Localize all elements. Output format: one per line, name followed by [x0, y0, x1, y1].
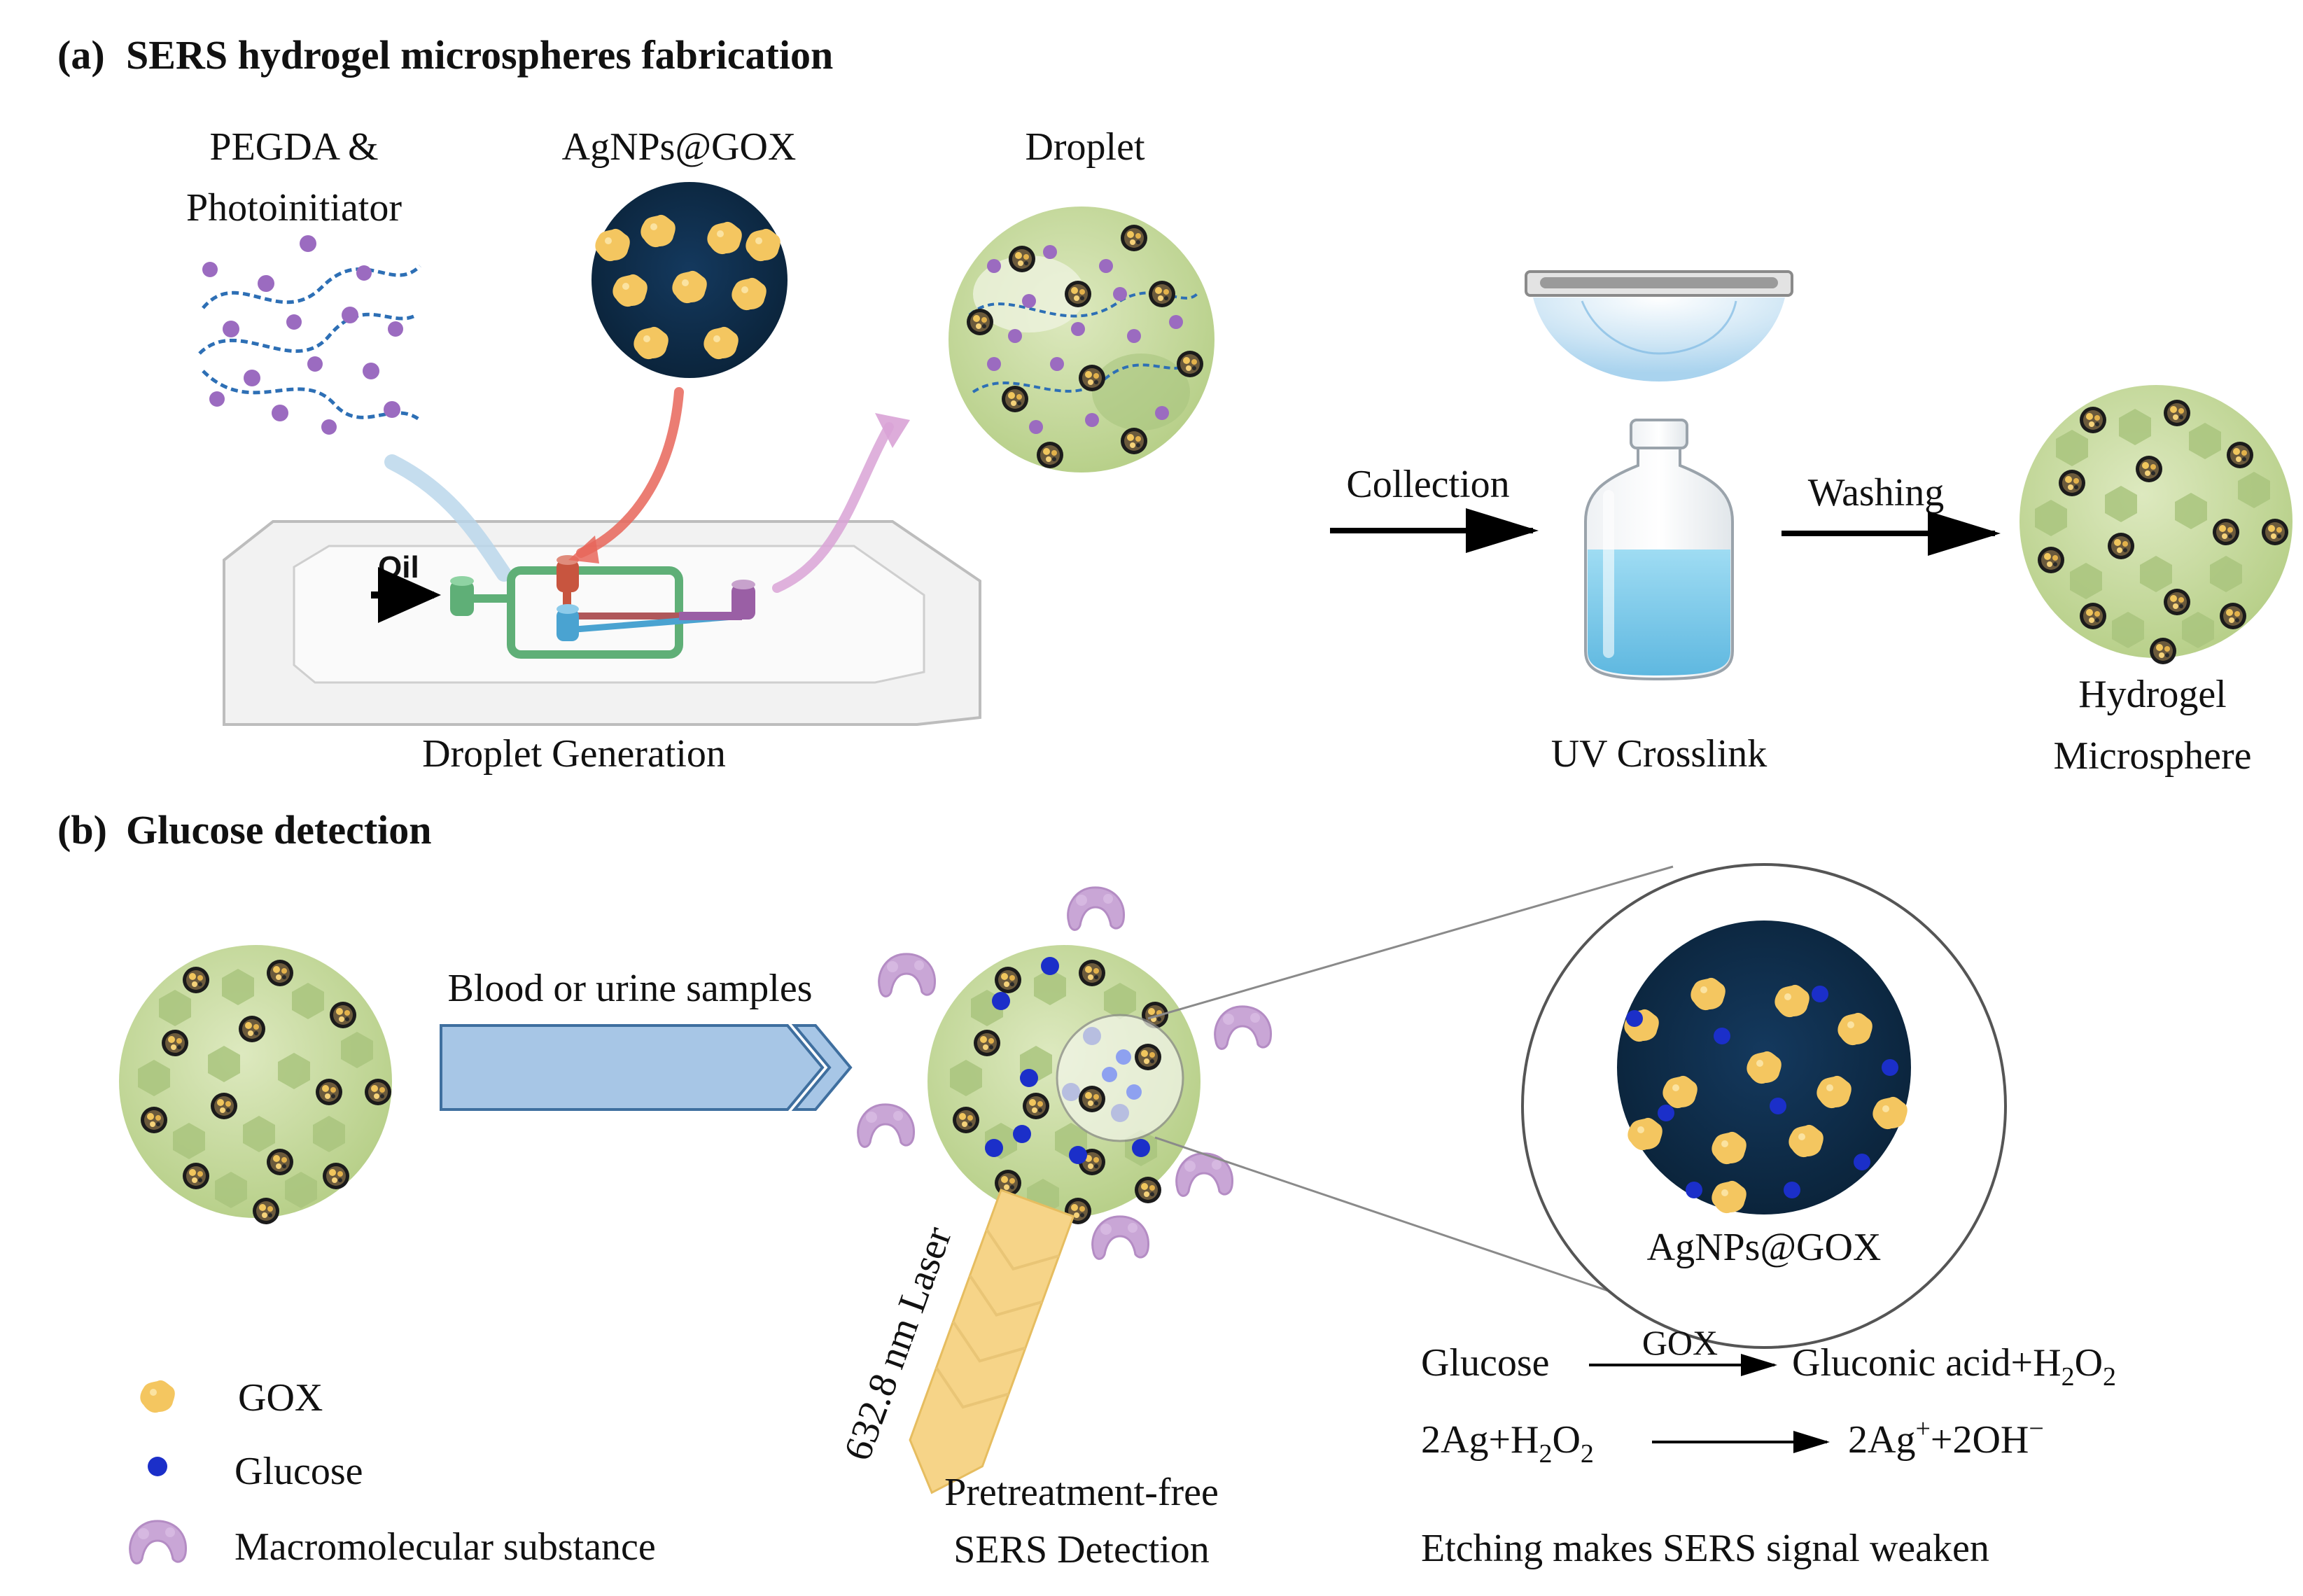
legend-macromolecule-label: Macromolecular substance: [234, 1525, 656, 1569]
reaction1-product-mid: O: [2075, 1341, 2103, 1385]
zoom-line-top: [1147, 865, 1674, 1020]
reaction1-sub-b: 2: [2103, 1362, 2116, 1392]
agnps-inflow-arrow: [576, 387, 684, 558]
glucose-dot-icon: [148, 1457, 167, 1476]
pegda-label-line2: Photoinitiator: [186, 186, 402, 230]
legend-gox-label: GOX: [238, 1376, 323, 1420]
zoom-line-bottom: [1154, 1136, 1632, 1300]
droplet-outflow-arrow: [772, 422, 894, 593]
washing-label: Washing: [1808, 471, 1945, 514]
pegda-polymer-icon: [198, 235, 421, 435]
reaction1-catalyst: GOX: [1642, 1323, 1718, 1362]
macromolecule-icon: [129, 1520, 188, 1564]
panel-b-title: Glucose detection: [126, 807, 432, 853]
reaction1-product: Gluconic acid+H2O2: [1792, 1341, 2116, 1392]
panel-b: (b) Glucose detection Blood or urine sam…: [57, 807, 2116, 1572]
pegda-label-line1: PEGDA &: [209, 125, 378, 169]
zoom-label: AgNPs@GOX: [1647, 1226, 1882, 1269]
detection-microsphere: [927, 945, 1200, 1224]
legend-glucose-label: Glucose: [234, 1450, 363, 1493]
samples-arrow: [440, 1024, 853, 1111]
agnps-gox-sphere: [592, 182, 788, 378]
gox-particle-icon: [140, 1380, 175, 1413]
reaction2-product-mid: +2OH: [1931, 1418, 2029, 1462]
detection-label-line2: SERS Detection: [953, 1528, 1210, 1572]
panel-a-letter: (a): [57, 32, 105, 78]
reaction2-sup-minus: −: [2029, 1414, 2043, 1443]
uv-lamp-icon: [1525, 270, 1793, 382]
hydrogel-microsphere-b: [119, 945, 392, 1224]
microfluidic-chip: Oil: [223, 454, 981, 726]
droplet-label: Droplet: [1025, 125, 1145, 169]
panel-b-letter: (b): [57, 807, 107, 853]
laser-beam: 632.8 nm Laser: [836, 1189, 1075, 1494]
oil-label: Oil: [378, 550, 419, 584]
reaction-2: 2Ag+H2O2 2Ag++2OH−: [1421, 1414, 2044, 1469]
panel-a-title: SERS hydrogel microspheres fabrication: [126, 32, 833, 78]
hydrogel-label-line1: Hydrogel: [2078, 673, 2227, 716]
uv-crosslink-label: UV Crosslink: [1551, 732, 1768, 776]
reaction2-reactant-prefix: 2Ag+H: [1421, 1418, 1539, 1462]
reaction2-product: 2Ag++2OH−: [1848, 1414, 2044, 1462]
droplet-sphere: [948, 206, 1214, 472]
etching-note: Etching makes SERS signal weaken: [1421, 1527, 1989, 1570]
hydrogel-label-line2: Microsphere: [2053, 734, 2251, 778]
reaction1-sub-a: 2: [2062, 1362, 2075, 1392]
legend: GOX Glucose Macromolecular substance: [129, 1376, 656, 1569]
hydrogel-microsphere-a: [2019, 385, 2292, 664]
samples-label: Blood or urine samples: [447, 967, 812, 1010]
reaction-1: Glucose GOX Gluconic acid+H2O2: [1421, 1323, 2116, 1392]
reaction2-sub-a: 2: [1539, 1439, 1552, 1469]
panel-a: (a) SERS hydrogel microspheres fabricati…: [57, 32, 2292, 778]
reaction2-reactant-mid: O: [1552, 1418, 1580, 1462]
reaction2-sup-plus: +: [1915, 1414, 1930, 1443]
reaction2-reactant: 2Ag+H2O2: [1421, 1418, 1594, 1469]
reaction2-product-prefix: 2Ag: [1848, 1418, 1915, 1462]
detection-label-line1: Pretreatment-free: [944, 1471, 1219, 1514]
vial-icon: [1584, 419, 1734, 681]
collection-label: Collection: [1346, 463, 1509, 506]
droplet-generation-label: Droplet Generation: [422, 732, 726, 776]
reaction1-product-prefix: Gluconic acid+H: [1792, 1341, 2062, 1385]
zoom-circle: AgNPs@GOX: [1521, 863, 2007, 1349]
reaction2-sub-b: 2: [1581, 1439, 1594, 1469]
reaction1-reactant: Glucose: [1421, 1341, 1550, 1385]
agnps-label: AgNPs@GOX: [562, 125, 797, 169]
